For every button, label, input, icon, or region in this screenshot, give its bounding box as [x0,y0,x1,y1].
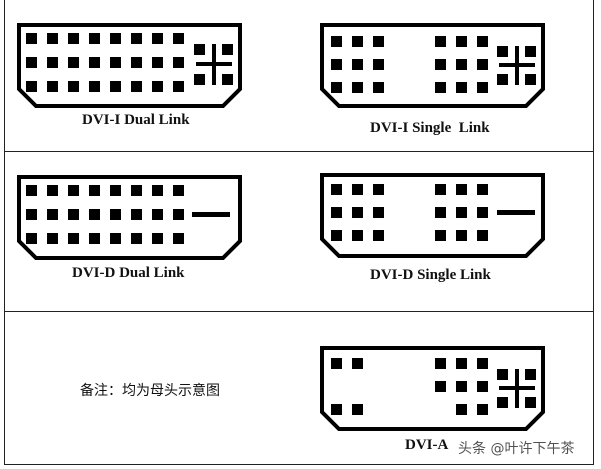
dvi-i-single-link-connector [319,22,547,110]
dvi-d-single-link-connector [319,172,547,260]
dvi-i-dual-link-connector [16,22,244,110]
dvi-d-dual-link-label: DVI-D Dual Link [72,265,185,281]
dvi-a-label: DVI-A [405,437,449,453]
note-text: 备注：均为母头示意图 [80,383,220,399]
dvi-a-connector [319,345,547,433]
dvi-d-single-link-label: DVI-D Single Link [370,267,491,283]
row-divider-1 [4,151,594,152]
dvi-i-dual-link-label: DVI-I Dual Link [82,112,190,128]
dvi-i-single-link-label: DVI-I Single Link [370,120,490,136]
dvi-d-dual-link-connector [16,174,244,262]
watermark-text: 头条 @叶许下午茶 [458,441,575,457]
row-divider-2 [4,311,594,312]
table-frame [4,0,594,465]
row-divider-bottom [4,464,594,465]
